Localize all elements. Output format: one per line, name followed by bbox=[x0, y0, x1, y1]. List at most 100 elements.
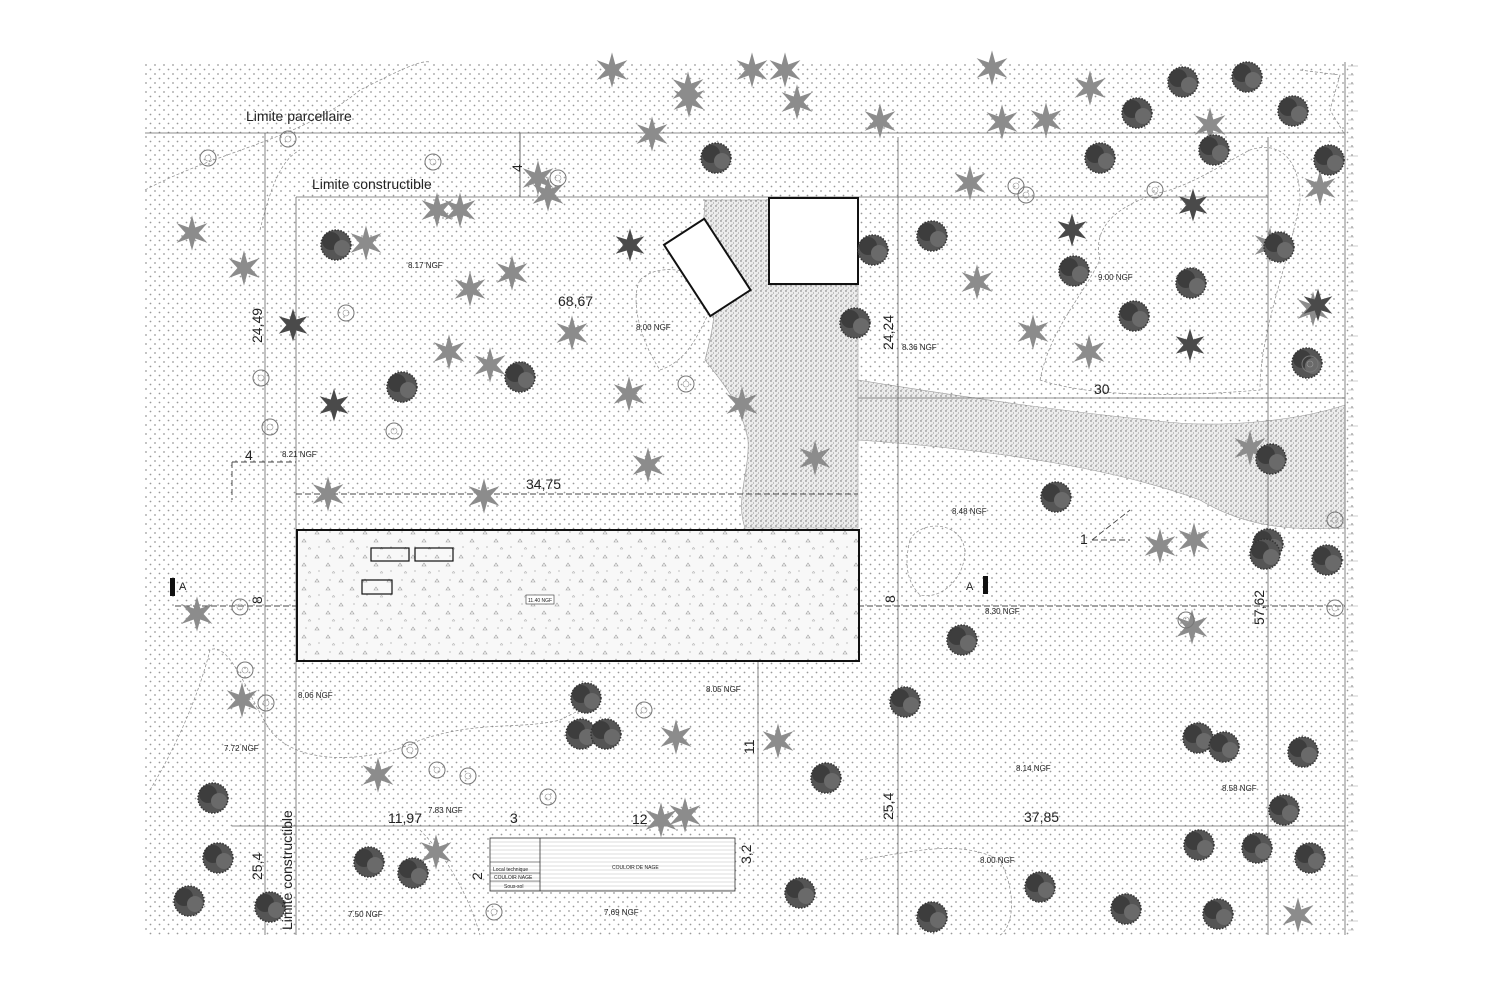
right-ruler bbox=[1348, 65, 1358, 931]
shrub bbox=[1313, 144, 1345, 176]
level-7-72: 7.72 NGF bbox=[224, 744, 259, 753]
shrub bbox=[570, 682, 602, 714]
shrub bbox=[1110, 893, 1142, 925]
shrub bbox=[1294, 842, 1326, 874]
shrub bbox=[1255, 443, 1287, 475]
dim-11-97: 11,97 bbox=[388, 810, 422, 826]
level-8-00-a: 8.00 NGF bbox=[636, 323, 671, 332]
shrub bbox=[1040, 481, 1072, 513]
level-8-14: 8.14 NGF bbox=[1016, 764, 1051, 773]
dim-25-4-mid: 25,4 bbox=[880, 793, 896, 820]
dim-4-left: 4 bbox=[245, 447, 253, 463]
shrub bbox=[1268, 794, 1300, 826]
level-7-50: 7.50 NGF bbox=[348, 910, 383, 919]
shrub bbox=[916, 901, 948, 933]
shrub bbox=[202, 842, 234, 874]
dim-25-4-left: 25,4 bbox=[249, 853, 265, 880]
shrub bbox=[386, 371, 418, 403]
section-a-left-label: A bbox=[179, 581, 187, 593]
level-8-36: 8.36 NGF bbox=[902, 343, 937, 352]
limite-constructible-left-label: Limite constructible bbox=[279, 810, 295, 930]
shrub bbox=[397, 857, 429, 889]
main-building bbox=[296, 529, 860, 662]
shrub bbox=[1287, 736, 1319, 768]
shrub bbox=[916, 220, 948, 252]
couloir-de-nage-label: COULOIR DE NAGE bbox=[612, 865, 659, 871]
shrub bbox=[839, 307, 871, 339]
dim-4-top: 4 bbox=[509, 164, 525, 172]
level-8-06: 8.06 NGF bbox=[298, 691, 333, 700]
level-11-40: 11.40 NGF bbox=[528, 598, 552, 604]
dim-8-right: 8 bbox=[882, 595, 898, 603]
dim-34-75: 34,75 bbox=[526, 476, 561, 492]
level-8-05: 8.05 NGF bbox=[706, 685, 741, 694]
shrub bbox=[1175, 267, 1207, 299]
level-9-00: 9.00 NGF bbox=[1098, 273, 1133, 282]
dim-3-2: 3,2 bbox=[738, 844, 754, 864]
dimension-labels: 4 24,49 68,67 24,24 30 4 34,75 1 8 8 57,… bbox=[245, 164, 1267, 880]
dim-57-62: 57,62 bbox=[1251, 590, 1267, 625]
text-labels: Limite parcellaire Limite constructible … bbox=[179, 108, 974, 930]
level-labels: 8.17 NGF 8.00 NGF 8.36 NGF 9.00 NGF 8.21… bbox=[224, 261, 1257, 919]
limit-lines bbox=[145, 62, 1346, 935]
shrub bbox=[1084, 142, 1116, 174]
dim-30: 30 bbox=[1094, 381, 1110, 397]
shrub bbox=[353, 846, 385, 878]
dim-37-85: 37,85 bbox=[1024, 809, 1059, 825]
dim-2: 2 bbox=[469, 872, 485, 880]
couloir-nage-small-label: COULOIR NAGE bbox=[494, 875, 533, 881]
shrub bbox=[1231, 61, 1263, 93]
shrub bbox=[1121, 97, 1153, 129]
shrub bbox=[1263, 231, 1295, 263]
sous-sol-label: Sous-sol bbox=[504, 884, 523, 890]
pool-annex bbox=[489, 837, 736, 892]
shrub bbox=[1311, 544, 1343, 576]
shrub bbox=[889, 686, 921, 718]
shrub bbox=[197, 782, 229, 814]
level-7-83: 7.83 NGF bbox=[428, 806, 463, 815]
shrub bbox=[1024, 871, 1056, 903]
level-8-48: 8.48 NGF bbox=[952, 507, 987, 516]
dim-8-left: 8 bbox=[249, 596, 265, 604]
shrub bbox=[1202, 898, 1234, 930]
level-8-00-b: 8.00 NGF bbox=[980, 856, 1015, 865]
shrub bbox=[857, 234, 889, 266]
dim-12: 12 bbox=[632, 811, 648, 827]
level-8-17: 8.17 NGF bbox=[408, 261, 443, 270]
shrub bbox=[1183, 829, 1215, 861]
shrub bbox=[1277, 95, 1309, 127]
shrub bbox=[1167, 66, 1199, 98]
level-8-58: 8.58 NGF bbox=[1222, 784, 1257, 793]
level-8-21: 8.21 NGF bbox=[282, 450, 317, 459]
shrub bbox=[173, 885, 205, 917]
local-technique-label: Local technique bbox=[493, 867, 528, 873]
dim-1: 1 bbox=[1080, 531, 1088, 547]
shrub bbox=[1249, 538, 1281, 570]
shrub bbox=[1208, 731, 1240, 763]
section-a-right-label: A bbox=[966, 581, 974, 593]
limite-constructible-top-label: Limite constructible bbox=[312, 176, 432, 192]
dim-24-49: 24,49 bbox=[249, 308, 265, 343]
dim-24-24: 24,24 bbox=[880, 315, 896, 350]
limite-parcellaire-label: Limite parcellaire bbox=[246, 108, 352, 124]
shrub bbox=[700, 142, 732, 174]
pool-labels: Local technique COULOIR NAGE Sous-sol CO… bbox=[493, 865, 659, 890]
shrub bbox=[784, 877, 816, 909]
shrub bbox=[1058, 255, 1090, 287]
level-8-30: 8.30 NGF bbox=[985, 607, 1020, 616]
section-markers bbox=[170, 576, 988, 596]
level-7-69: 7.69 NGF bbox=[604, 908, 639, 917]
shrub bbox=[1241, 832, 1273, 864]
shrub bbox=[1118, 300, 1150, 332]
annex-buildings bbox=[662, 197, 859, 318]
dim-3: 3 bbox=[510, 810, 518, 826]
dim-11: 11 bbox=[741, 739, 757, 754]
dim-68-67: 68,67 bbox=[558, 293, 593, 309]
shrub bbox=[946, 624, 978, 656]
shrub bbox=[320, 229, 352, 261]
shrub bbox=[810, 762, 842, 794]
shrub bbox=[504, 361, 536, 393]
shrub bbox=[1198, 134, 1230, 166]
shrub bbox=[590, 718, 622, 750]
